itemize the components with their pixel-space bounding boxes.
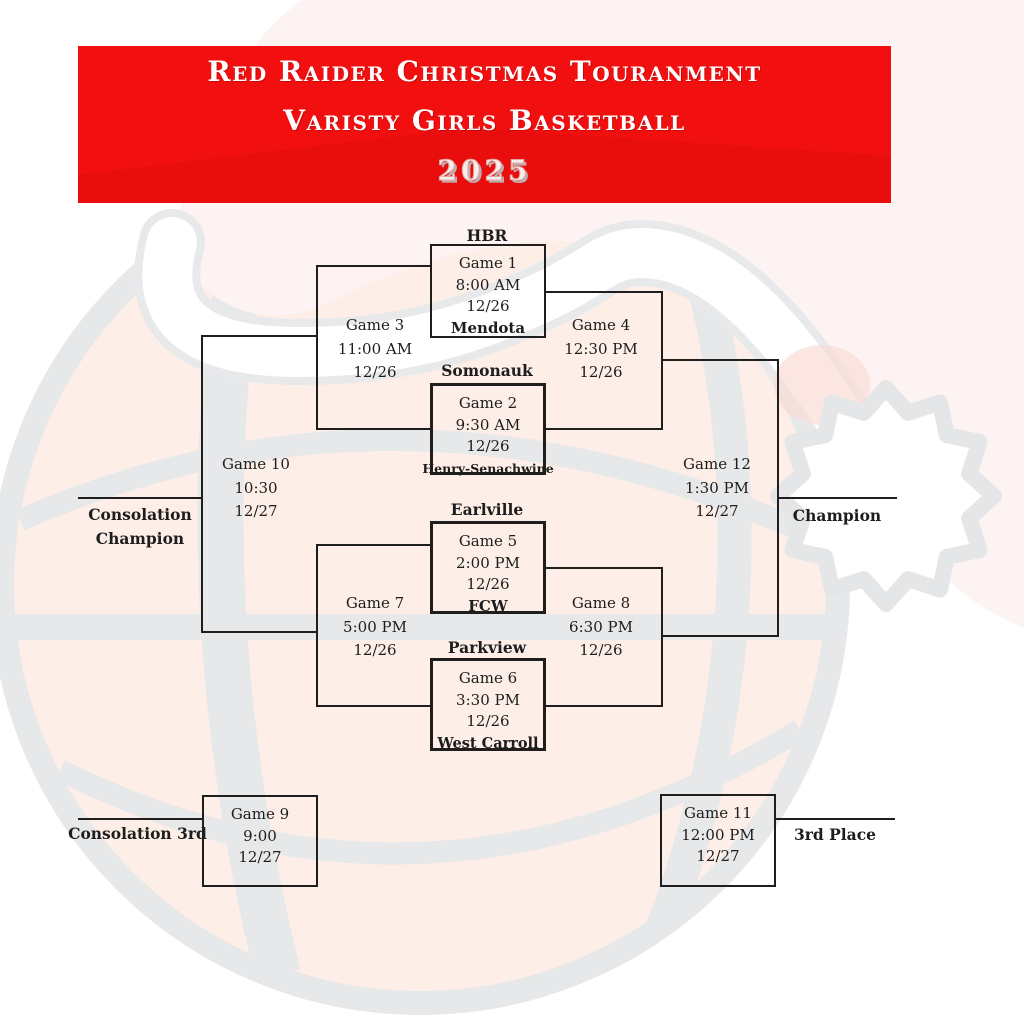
game12-block: Game 12 1:30 PM 12/27 bbox=[652, 453, 782, 524]
bracket-line-game2-left bbox=[316, 428, 431, 430]
game5-date: 12/26 bbox=[466, 575, 510, 593]
game3-date: 12/26 bbox=[353, 363, 397, 381]
bracket-line-game3-to-game10 bbox=[201, 335, 318, 337]
game6-date: 12/26 bbox=[466, 712, 510, 730]
game2-title: Game 2 bbox=[458, 394, 518, 412]
game12-time: 1:30 PM bbox=[685, 478, 749, 497]
game9-box: Game 9 9:00 12/27 bbox=[202, 795, 318, 887]
game10-date: 12/27 bbox=[234, 502, 278, 520]
game6-time: 3:30 PM bbox=[456, 690, 520, 709]
game2-top-team-label: Somonauk bbox=[441, 361, 533, 380]
game12-date: 12/27 bbox=[695, 502, 739, 520]
game4-time: 12:30 PM bbox=[564, 339, 638, 358]
bracket-line-game6-left bbox=[316, 705, 431, 707]
game11-box: Game 11 12:00 PM 12/27 bbox=[660, 794, 776, 887]
consolation-champion-label-line2: Champion bbox=[95, 528, 185, 548]
bracket-line-game8-vertical bbox=[661, 567, 663, 707]
bracket-line-game7-to-game10 bbox=[201, 631, 318, 633]
game9-date: 12/27 bbox=[238, 848, 282, 866]
consolation-champion-label: Consolation Champion bbox=[66, 503, 214, 550]
game6-title: Game 6 bbox=[458, 669, 518, 687]
game1-team: Mendota bbox=[450, 318, 526, 337]
game6-top-team-label: Parkview bbox=[447, 638, 527, 657]
consolation-3rd-label: Consolation 3rd bbox=[68, 824, 207, 843]
consolation-champion-line bbox=[78, 497, 202, 499]
game1-time: 8:00 AM bbox=[455, 275, 521, 294]
game2-team: Henry-Senachwine bbox=[422, 460, 554, 476]
game8-time: 6:30 PM bbox=[569, 617, 633, 636]
bracket-line-game5-right bbox=[545, 567, 662, 569]
game7-title: Game 7 bbox=[345, 594, 405, 612]
game9-time: 9:00 bbox=[243, 826, 277, 845]
game11-date: 12/27 bbox=[696, 847, 740, 865]
bracket-line-game3-vertical bbox=[316, 265, 318, 430]
game4-title: Game 4 bbox=[571, 316, 631, 334]
bracket-line-game5-left bbox=[316, 544, 431, 546]
game7-block: Game 7 5:00 PM 12/26 bbox=[310, 592, 440, 663]
game5-time: 2:00 PM bbox=[456, 553, 520, 572]
game7-time: 5:00 PM bbox=[343, 617, 407, 636]
game5-box: Game 5 2:00 PM 12/26 FCW bbox=[430, 521, 546, 615]
game8-date: 12/26 bbox=[579, 641, 623, 659]
game3-time: 11:00 AM bbox=[337, 339, 413, 358]
game10-time: 10:30 bbox=[234, 478, 278, 497]
bracket-line-game6-right bbox=[545, 705, 662, 707]
game5-title: Game 5 bbox=[458, 532, 518, 550]
game1-date: 12/26 bbox=[466, 297, 510, 315]
game11-title: Game 11 bbox=[684, 804, 752, 822]
game5-top-team-label: Earlville bbox=[450, 500, 524, 519]
game2-time: 9:30 AM bbox=[455, 415, 521, 434]
game9-title: Game 9 bbox=[230, 805, 290, 823]
game6-team: West Carroll bbox=[437, 734, 539, 752]
game2-date: 12/26 bbox=[466, 437, 510, 455]
banner-title-line2: Varisty Girls Basketball bbox=[283, 104, 686, 137]
bracket-line-game8-to-game12 bbox=[661, 635, 778, 637]
game3-block: Game 3 11:00 AM 12/26 bbox=[310, 314, 440, 385]
champion-label: Champion bbox=[792, 506, 882, 525]
consolation-3rd-line bbox=[78, 818, 203, 820]
game1-title: Game 1 bbox=[458, 254, 518, 272]
bracket-line-game10-vertical bbox=[201, 335, 203, 633]
game8-block: Game 8 6:30 PM 12/26 bbox=[536, 592, 666, 663]
title-banner: Red Raider Christmas Touranment Varisty … bbox=[78, 46, 891, 203]
game10-title: Game 10 bbox=[222, 455, 290, 473]
third-place-label: 3rd Place bbox=[793, 825, 877, 844]
bracket-line-game7-vertical bbox=[316, 544, 318, 707]
game7-date: 12/26 bbox=[353, 641, 397, 659]
game11-time: 12:00 PM bbox=[681, 825, 755, 844]
banner-title-line1: Red Raider Christmas Touranment bbox=[207, 55, 762, 88]
third-place-line bbox=[775, 818, 895, 820]
game6-box: Game 6 3:30 PM 12/26 West Carroll bbox=[430, 658, 546, 752]
bracket-line-game2-right bbox=[545, 428, 662, 430]
game8-title: Game 8 bbox=[571, 594, 631, 612]
game10-block: Game 10 10:30 12/27 bbox=[191, 453, 321, 524]
game2-box: Game 2 9:30 AM 12/26 Henry-Senachwine bbox=[422, 383, 554, 476]
champion-line bbox=[777, 497, 897, 499]
game3-title: Game 3 bbox=[345, 316, 405, 334]
game12-title: Game 12 bbox=[683, 455, 751, 473]
bracket-line-game1-right bbox=[545, 291, 662, 293]
game4-block: Game 4 12:30 PM 12/26 bbox=[536, 314, 666, 385]
consolation-champion-label-line1: Consolation bbox=[88, 505, 192, 524]
game5-team: FCW bbox=[468, 596, 508, 615]
bracket-line-game4-to-game12 bbox=[661, 359, 778, 361]
game4-date: 12/26 bbox=[579, 363, 623, 381]
game1-top-team-label: HBR bbox=[466, 226, 508, 245]
game1-box: Game 1 8:00 AM 12/26 Mendota bbox=[430, 244, 546, 338]
bracket-line-game1-left bbox=[316, 265, 431, 267]
banner-year: 2025 bbox=[437, 154, 532, 188]
